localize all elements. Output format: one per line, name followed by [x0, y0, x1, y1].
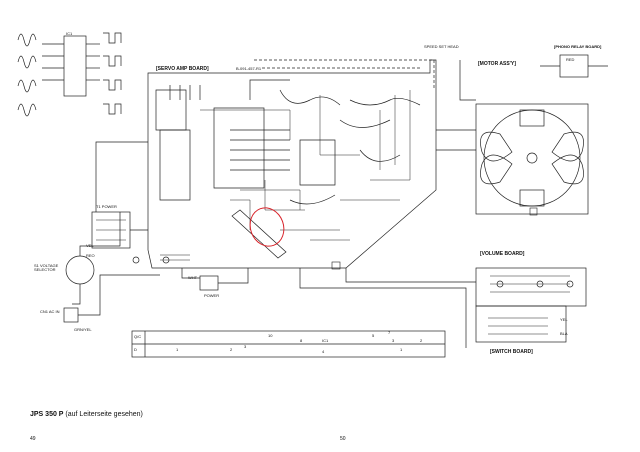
wire-grn: GRN/YEL [74, 327, 92, 332]
table-cell: 3 [244, 344, 247, 349]
wire-wht: WHT [188, 275, 198, 280]
motor-assembly-label: [MOTOR ASS'Y] [478, 61, 516, 67]
speed-set-head-label: SPEED SET HEAD [424, 44, 459, 49]
table-col: 3 [392, 338, 395, 343]
wire-red: RED [566, 57, 575, 62]
table-col: 7 [388, 330, 391, 335]
component-table: Q/C D 10 8 IC1 5 7 3 2 1 2 3 4 1 [132, 331, 445, 357]
volume-board-label: [VOLUME BOARD] [480, 251, 525, 257]
power-label: POWER [204, 293, 220, 298]
table-cell: 4 [322, 349, 325, 354]
ic1-label: IC1 [66, 31, 73, 36]
connector-strip [231, 209, 287, 259]
motor-assembly [475, 103, 589, 215]
ac-in-label: CN1 AC IN [40, 309, 60, 314]
page-number-right: 50 [340, 436, 346, 442]
table-col: 2 [420, 338, 423, 343]
ac-inlet [63, 307, 79, 323]
servo-amp-board-label: [SERVO AMP BOARD] [156, 66, 209, 72]
figure-caption: JPS 350 P (auf Leiterseite gesehen) [30, 411, 143, 418]
switch-board-label: [SWITCH BOARD] [490, 349, 533, 355]
switch-board-outline [475, 305, 567, 343]
table-col: 8 [300, 338, 303, 343]
wire-reo: REO [86, 253, 95, 258]
wire-yel: YEL [560, 317, 568, 322]
table-col: IC1 [322, 338, 329, 343]
page-number-left: 49 [30, 436, 36, 442]
table-col: 10 [268, 333, 273, 338]
t1-label: T1 POWER [96, 204, 117, 209]
table-cell: 1 [176, 347, 179, 352]
servo-part-number: B-091-457-R1 [236, 66, 262, 71]
wire-bla: BLA [560, 331, 568, 336]
voltage-selector-label: S1 VOLTAGE SELECTOR [34, 263, 59, 272]
table-cell: 1 [400, 347, 403, 352]
waveform-panel [17, 32, 122, 117]
servo-amp-board-outline [147, 59, 437, 269]
table-col: 5 [372, 333, 375, 338]
caption-model: JPS 350 P [30, 411, 64, 418]
voltage-selector [65, 255, 95, 285]
table-row1-label: Q/C [134, 334, 142, 339]
wire-vel: VEL [86, 243, 94, 248]
phono-relay-label: [PHONO RELAY BOARD] [554, 44, 602, 49]
table-row2-label: D [134, 347, 137, 352]
table-cell: 2 [230, 347, 233, 352]
caption-note: (auf Leiterseite gesehen) [65, 411, 143, 418]
